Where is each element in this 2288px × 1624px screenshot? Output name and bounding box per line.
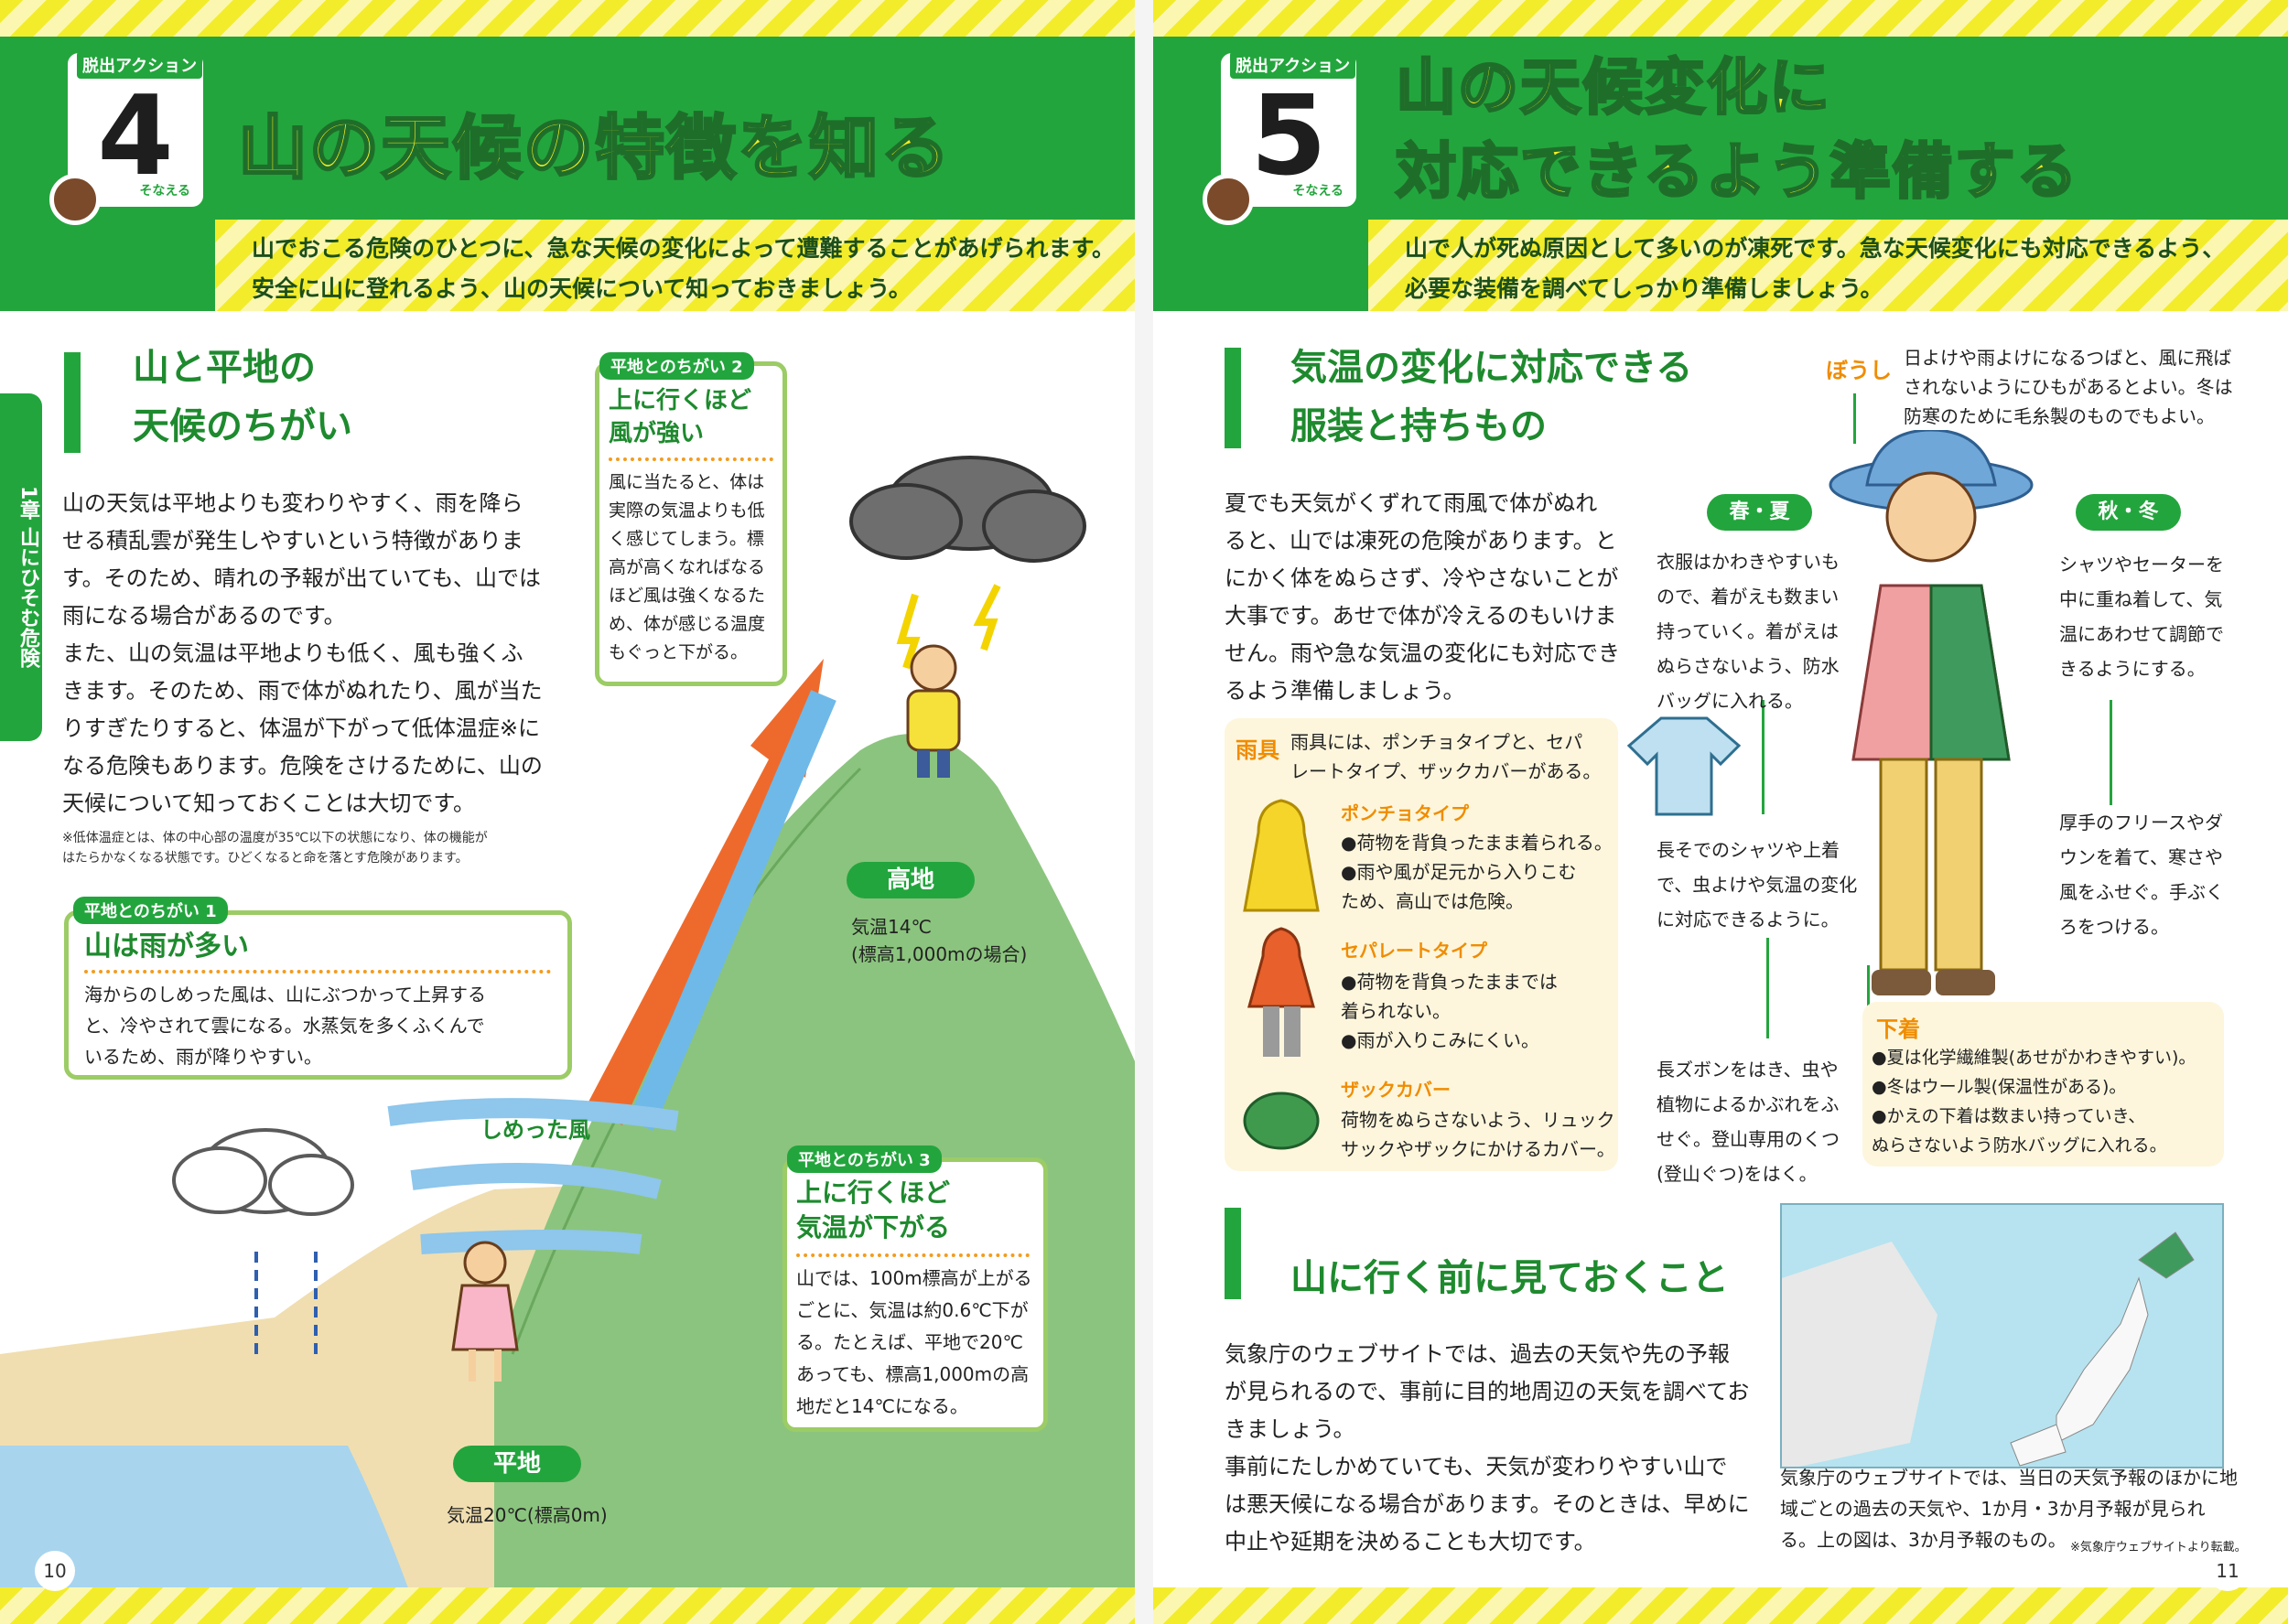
left-intro: 山でおこる危険のひとつに、急な天候の変化によって遭難することがあげられます。 安… — [252, 235, 1116, 302]
rain-gear-intro: 雨具には、ポンチョタイプと、セパ レートタイプ、ザックカバーがある。 — [1290, 731, 1602, 782]
difference-text-2: 風に当たると、体は 実際の気温よりも低 く感じてしまう。標 高が高くなればなる … — [609, 472, 766, 662]
autumn-winter-text: シャツやセーターを 中に重ね着して、気 温にあわせて調節で きるようにする。 — [2059, 554, 2224, 680]
underwear-items: ●夏は化学繊維製(あせがかわきやすい)。 ●冬はウール製(保温性がある)。 ●か… — [1872, 1048, 2196, 1156]
box1-divider — [84, 970, 551, 973]
japan-map-graphic — [1782, 1231, 2195, 1467]
spring-summer-label: 春・夏 — [1707, 494, 1812, 531]
right-section-heading-1: 気温の変化に対応できる 服装と持ちもの — [1290, 347, 1693, 447]
difference-box-3 — [782, 1157, 1048, 1432]
separate-items: ●荷物を背負ったままでは 着られない。 ●雨が入りこみにくい。 — [1341, 971, 1558, 1051]
difference-label-3: 平地とのちがい 3 — [787, 1145, 942, 1173]
left-page-number: 10 — [35, 1551, 75, 1591]
left-top-stripe — [0, 0, 1135, 37]
badge-tag: 脱出アクション — [1230, 51, 1356, 79]
badge-foot: そなえる — [1292, 184, 1344, 199]
backpack-icon — [49, 174, 101, 225]
left-bottom-stripe — [0, 1587, 1135, 1624]
shirt-icon — [1626, 716, 1742, 816]
left-intro-stripe — [215, 220, 1135, 311]
separate-title: セパレートタイプ — [1341, 940, 1487, 962]
poncho-title: ポンチョタイプ — [1341, 802, 1469, 824]
highland-info: 気温14℃ (標高1,000mの場合) — [851, 916, 1028, 965]
right-top-stripe — [1153, 0, 2288, 37]
right-bottom-stripe — [1153, 1587, 2288, 1624]
map-credit: ※気象庁ウェブサイトより転載。 — [2070, 1541, 2247, 1554]
difference-text-1: 海からのしめった風は、山にぶつかって上昇する と、冷やされて雲になる。水蒸気を多… — [84, 984, 486, 1068]
difference-label-1: 平地とのちがい 1 — [73, 897, 228, 924]
spring-summer-text: 衣服はかわきやすいも ので、着がえも数まい 持っていく。着がえは ぬらさないよう… — [1657, 551, 1840, 712]
left-footnote: ※低体温症とは、体の中心部の温度が35℃以下の状態になり、体の機能が はたらかな… — [62, 831, 488, 866]
pants-leader — [1766, 938, 1769, 1038]
hiker-illustration — [1829, 430, 2034, 995]
pack-cover-title: ザックカバー — [1341, 1079, 1451, 1101]
hat-text: 日よけや雨よけになるつばと、風に飛ば されないようにひもがあるとよい。冬は 防寒… — [1904, 347, 2233, 427]
highland-label: 高地 — [847, 862, 975, 898]
poncho-icon — [1243, 799, 1320, 912]
left-section-heading: 山と平地の 天候のちがい — [133, 347, 352, 447]
underwear-box — [1862, 1002, 2224, 1167]
right-action-badge: 脱出アクション 5 そなえる — [1203, 48, 1362, 225]
right-intro-stripe — [1368, 220, 2288, 311]
poncho-items: ●荷物を背負ったまま着られる。 ●雨や風が足元から入りこむ ため、高山では危険。 — [1341, 832, 1613, 912]
left-action-badge: 脱出アクション 4 そなえる — [49, 48, 209, 225]
box3-divider — [796, 1253, 1030, 1257]
page-gutter — [1135, 0, 1153, 1624]
wind-label: しめった風 — [480, 1117, 590, 1143]
separate-raincoat-icon — [1247, 927, 1315, 1057]
right-page-title: 山の天候変化に 対応できるよう準備する — [1395, 51, 2079, 209]
fleece-leader — [2110, 700, 2112, 805]
right-section-heading-2: 山に行く前に見ておくこと — [1290, 1257, 1729, 1299]
right-intro: 山で人が死ぬ原因として多いのが凍死です。急な天候変化にも対応できるよう、 必要な… — [1405, 235, 2226, 302]
difference-label-2: 平地とのちがい 2 — [599, 352, 754, 380]
difference-title-2: 上に行くほど 風が強い — [609, 387, 752, 447]
shirt-leader — [1762, 700, 1765, 814]
box2-divider — [609, 457, 773, 461]
hat-leader — [1853, 393, 1856, 444]
difference-box-2 — [595, 361, 787, 686]
badge-number: 5 — [1250, 73, 1327, 200]
left-body-text: 山の天気は平地よりも変わりやすく、雨を降ら せる積乱雲が発生しやすいという特徴が… — [62, 490, 543, 816]
badge-tag: 脱出アクション — [77, 51, 203, 79]
pack-cover-items: 荷物をぬらさないよう、リュック サックやザックにかけるカバー。 — [1341, 1109, 1615, 1160]
forecast-map — [1780, 1203, 2224, 1468]
map-caption: 気象庁のウェブサイトでは、当日の天気予報のほかに地 域ごとの過去の天気や、1か月… — [1780, 1467, 2238, 1551]
pack-cover-icon — [1243, 1092, 1320, 1150]
rain-gear-label: 雨具 — [1236, 737, 1279, 763]
badge-number: 4 — [97, 73, 174, 200]
shirt-text: 長そでのシャツや上着 で、虫よけや気温の変化 に対応できるように。 — [1657, 839, 1858, 930]
right-section-bar-2 — [1225, 1208, 1241, 1299]
difference-box-1 — [64, 910, 572, 1080]
difference-text-3: 山では、100m標高が上がる ごとに、気温は約0.6℃下が る。たとえば、平地で… — [796, 1267, 1032, 1417]
left-page-title: 山の天候の特徴を知る — [237, 106, 952, 190]
right-section-bar-1 — [1225, 348, 1241, 448]
backpack-icon — [1203, 174, 1254, 225]
autumn-winter-label: 秋・冬 — [2076, 494, 2181, 531]
lowland-info: 気温20℃(標高0m) — [447, 1504, 608, 1526]
underwear-label: 下着 — [1876, 1016, 1920, 1042]
hat-label: ぼうし — [1826, 358, 1892, 383]
right-body-text-2: 気象庁のウェブサイトでは、過去の天気や先の予報 が見られるので、事前に目的地周辺… — [1225, 1341, 1750, 1554]
lowland-label: 平地 — [453, 1446, 581, 1482]
right-body-text-1: 夏でも天気がくずれて雨風で体がぬれ ると、山では凍死の危険があります。と にかく… — [1225, 490, 1620, 704]
badge-foot: そなえる — [139, 184, 190, 199]
chapter-side-tab[interactable]: 1章 山にひそむ危険 — [0, 393, 42, 741]
fleece-text: 厚手のフリースやダ ウンを着て、寒さや 風をふせぐ。手ぶく ろをつける。 — [2059, 812, 2224, 938]
underwear-leader — [1867, 965, 1870, 1020]
difference-title-1: 山は雨が多い — [84, 930, 249, 963]
right-page-number: 11 — [2207, 1551, 2248, 1591]
difference-title-3: 上に行くほど 気温が下がる — [796, 1178, 951, 1242]
pants-text: 長ズボンをはき、虫や 植物によるかぶれをふ せぐ。登山専用のくつ (登山ぐつ)を… — [1657, 1059, 1840, 1185]
left-section-bar — [64, 352, 81, 453]
